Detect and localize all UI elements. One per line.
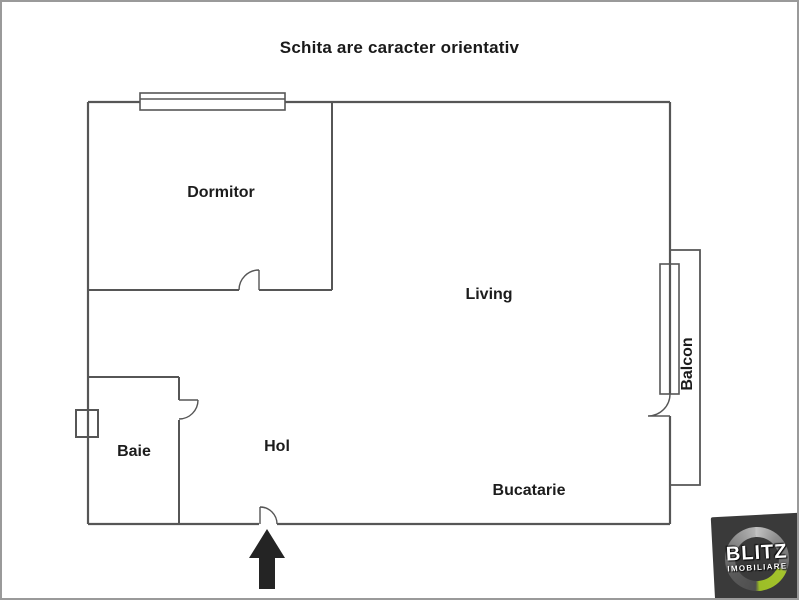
room-label-hol: Hol (264, 438, 290, 455)
blitz-logo: BLITZ IMOBILIARE (710, 512, 797, 598)
dormitor-divider-wall (88, 102, 333, 291)
balcony-window-icon (659, 263, 680, 395)
room-label-living: Living (465, 286, 513, 303)
baie-window-icon (75, 409, 99, 438)
outer-walls (86, 100, 672, 526)
doors (178, 269, 671, 525)
entrance-arrow-icon (249, 529, 285, 589)
dormitor-door-icon (238, 269, 260, 291)
room-label-baie: Baie (117, 443, 151, 460)
baie-walls (88, 376, 180, 524)
room-label-dormitor: Dormitor (187, 184, 255, 201)
disclaimer-title: Schita are caracter orientativ (279, 38, 520, 57)
room-label-bucatarie: Bucatarie (492, 482, 566, 499)
baie-door-icon (178, 399, 199, 420)
room-label-balcon: Balcon (679, 337, 696, 391)
interior-walls (88, 102, 333, 524)
balcony-door-icon (647, 393, 671, 417)
windows (75, 92, 680, 438)
top-window-icon (139, 92, 286, 111)
entrance-door-icon (259, 506, 278, 525)
logo-text: BLITZ IMOBILIARE (725, 540, 788, 574)
balcony-outline (670, 249, 701, 486)
